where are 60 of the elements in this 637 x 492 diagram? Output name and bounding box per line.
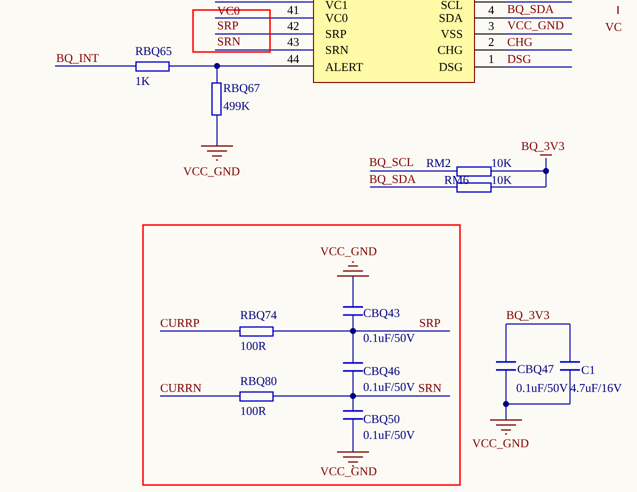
component-value: 4.7uF/16V: [570, 384, 622, 392]
pin-name: SCL: [442, 0, 462, 10]
component-label: RBQ80: [240, 377, 276, 387]
net-label: SRP: [420, 318, 440, 327]
net-label: VCC_GND: [183, 167, 240, 177]
component-label: CBQ43: [364, 309, 400, 319]
pin-name: CHG: [438, 46, 462, 54]
pin-number: 1: [489, 55, 494, 63]
net-label: VCC_GND: [507, 21, 564, 31]
pin-name: VSS: [440, 30, 462, 38]
component-value: 0.1uF/50V: [364, 334, 415, 342]
net-label: BQ_INT: [56, 54, 99, 64]
net-label: VCC_GND: [320, 467, 376, 477]
component-value: 0.1uF/50V: [364, 382, 415, 392]
net-label: VCC_GND: [472, 439, 528, 449]
pin-name: DSG: [439, 62, 462, 72]
pin-number: 41: [287, 6, 298, 14]
pin-name: SRP: [326, 30, 346, 38]
pin-number: 3: [488, 22, 494, 30]
component-label: RBQ67: [224, 84, 260, 94]
pin-name: SRN: [326, 46, 348, 54]
component-label: C1: [582, 366, 594, 374]
pin-number: 4: [488, 6, 494, 14]
component-label: RM6: [444, 176, 469, 184]
component-value: 1K: [136, 77, 150, 85]
component-value: 0.1uF/50V: [364, 430, 415, 440]
component-value: 100R: [241, 342, 266, 350]
pin-name: VC0: [325, 14, 348, 22]
net-label: SRN: [218, 37, 240, 46]
component-label: RBQ74: [240, 311, 277, 321]
net-label: SRP: [218, 21, 238, 30]
component-label: CBQ46: [364, 367, 400, 377]
component-value: 0.1uF/50V: [516, 384, 568, 392]
pin-name: SDA: [440, 14, 463, 22]
component-label: RBQ65: [136, 47, 172, 57]
net-label: VCC_GND: [320, 247, 376, 257]
pin-number: 44: [287, 55, 300, 63]
pin-number: 43: [287, 38, 299, 46]
pin-number: 42: [287, 22, 299, 30]
component-value: 10K: [492, 176, 512, 184]
net-label: BQ_3V3: [522, 142, 564, 152]
net-label: CURRP: [160, 318, 200, 327]
net-label: BQ_3V3: [506, 311, 550, 321]
component-value: 100R: [241, 406, 266, 416]
net-label: BQ_SDA: [508, 5, 554, 15]
component-label: CBQ50: [364, 415, 400, 425]
net-label: CURRN: [160, 384, 202, 392]
pin-number: 2: [488, 38, 494, 46]
net-label: BQ_SCL: [370, 158, 414, 168]
pin-name: ALERT: [325, 63, 363, 71]
component-value: 10K: [492, 158, 512, 168]
component-label: RM2: [426, 159, 450, 167]
component-label: CBQ47: [518, 365, 554, 375]
net-label: DSG: [508, 54, 531, 64]
net-label: CHG: [508, 38, 532, 46]
component-value: 499K: [223, 102, 250, 110]
net-label: BQ_SDA: [370, 175, 416, 185]
net-label: VC: [605, 22, 622, 32]
pin-name: VC1: [325, 0, 348, 10]
net-label: SRN: [419, 384, 442, 392]
